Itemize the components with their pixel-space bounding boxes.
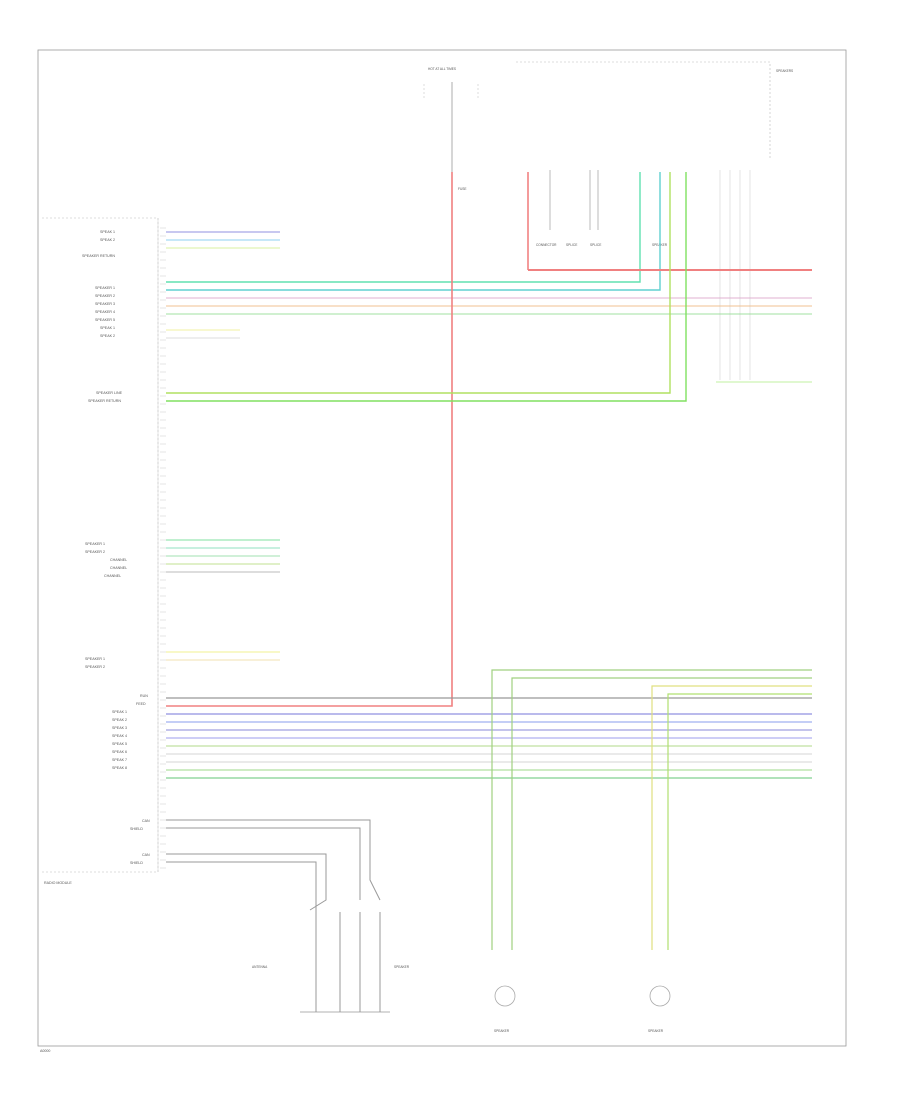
label-can-2: CAN [142,853,150,857]
label-shield-1: SHIELD [130,827,143,831]
label-speak-6e: SPEAK 6 [112,750,127,754]
radio-module-label: RADIO MODULE [44,881,72,885]
label-speaker-5: SPEAKER 5 [95,318,115,322]
label-speak-8e: SPEAK 8 [112,766,127,770]
radio-module-boundary [42,217,159,873]
module-labels: SPEAK 1 SPEAK 2 SPEAKER RETURN SPEAKER 1… [44,230,150,885]
wire-left-speaker [491,669,812,950]
label-speaker-1c: SPEAKER 1 [85,542,105,546]
label-speak-3e: SPEAK 3 [112,726,127,730]
wire-speaker-2 [166,172,661,291]
label-speak-7e: SPEAK 7 [112,758,127,762]
wire-left-speaker-2 [511,677,812,950]
label-speaker-1: SPEAKER 1 [95,286,115,290]
label-shield-2: SHIELD [130,861,143,865]
right-header: SPEAKERS [776,69,793,73]
label-speak-4e: SPEAK 4 [112,734,127,738]
label-speaker-return-2: SPEAKER RETURN [88,399,121,403]
wire-line [166,172,671,394]
label-channel-3: CHANNEL [104,574,121,578]
connector-label: CONNECTOR [536,243,557,247]
right-speaker-icon [649,985,671,1007]
wire-group [166,172,812,1012]
label-speak-2b: SPEAK 2 [100,334,115,338]
antenna-left-label: ANTENNA [252,965,268,969]
label-speak-1: SPEAK 1 [100,230,115,234]
label-speak-2: SPEAK 2 [100,238,115,242]
fuse-label: FUSE [458,187,467,191]
label-speaker-4: SPEAKER 4 [95,310,115,314]
label-speaker-line: SPEAKER LINE [96,391,123,395]
label-channel-1: CHANNEL [110,558,127,562]
power-label: HOT AT ALL TIMES [428,67,456,71]
label-speaker-1d: SPEAKER 1 [85,657,105,661]
splice-label-1: SPLICE [566,243,577,247]
label-speaker-2: SPEAKER 2 [95,294,115,298]
wire-right-speaker-2 [667,693,812,950]
label-speak-1e: SPEAK 1 [112,710,127,714]
label-feed: FEED [136,702,146,706]
label-speaker-3: SPEAKER 3 [95,302,115,306]
bottom-components: ANTENNA SPEAKER SPEAKER SPEAKER A0000 [40,965,671,1053]
pin-column [160,227,166,869]
wire-can-1b [166,827,361,900]
wire-power [166,172,453,707]
diagram-frame [37,49,847,1047]
wire-return [166,172,687,402]
label-speaker-2c: SPEAKER 2 [85,550,105,554]
label-run: RUN [140,694,148,698]
label-speaker-2d: SPEAKER 2 [85,665,105,669]
power-feed: HOT AT ALL TIMES FUSE SPEAKERS CONNECTOR… [423,61,793,247]
label-speaker-return: SPEAKER RETURN [82,254,115,258]
label-speak-5e: SPEAK 5 [112,742,127,746]
label-speak-2e: SPEAK 2 [112,718,127,722]
splice-label-2: SPLICE [590,243,601,247]
label-channel-2: CHANNEL [110,566,127,570]
wire-can-2b [166,861,317,912]
wire-can-2 [166,853,327,911]
page-id: A0000 [40,1049,50,1053]
right-speaker-label: SPEAKER [648,1029,664,1033]
wire-can-1 [166,819,381,901]
label-speak-1b: SPEAK 1 [100,326,115,330]
label-can-1: CAN [142,819,150,823]
left-speaker-icon [494,985,516,1007]
top-stubs [527,170,751,380]
left-speaker-label: SPEAKER [494,1029,510,1033]
antenna-right-label: SPEAKER [394,965,410,969]
wire-speaker-1 [166,172,641,283]
wire-right-speaker [651,685,812,950]
